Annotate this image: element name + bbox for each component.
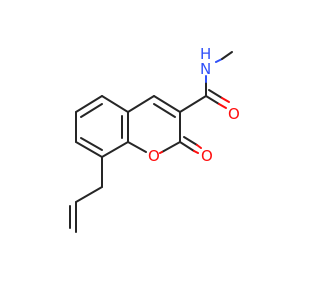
lactone-oxygen-label: O bbox=[201, 147, 213, 165]
bond-camide-o-b bbox=[208, 89, 223, 99]
bond-ch2-ch bbox=[75, 186, 103, 203]
bond-c2-o1 bbox=[161, 141, 181, 153]
bond-c4a-c4 bbox=[127, 95, 155, 113]
bond-camide-o-b-red bbox=[221, 97, 230, 103]
bond-n-methyl bbox=[221, 51, 233, 60]
ring-oxygen-label: O bbox=[148, 147, 160, 165]
amide-oxygen-label: O bbox=[228, 105, 240, 123]
bond-o1-c2-red bbox=[159, 151, 163, 154]
bond-c7-c8-inner bbox=[80, 137, 103, 151]
amide-nitrogen-label: N bbox=[200, 60, 211, 78]
bond-n-methyl-blue bbox=[215, 58, 223, 63]
bond-c2-o-carbonyl-a bbox=[179, 141, 195, 152]
bond-c2-o-carbonyl-b-red bbox=[196, 144, 202, 149]
bond-c4a-c5 bbox=[101, 95, 129, 113]
bond-c5-c6-inner bbox=[80, 103, 103, 118]
bond-c2-o-carbonyl-b bbox=[183, 136, 198, 146]
bond-c2-o-carbonyl-a-red bbox=[193, 150, 199, 154]
bond-c4-c3 bbox=[153, 95, 181, 113]
bond-c8-c8a bbox=[101, 141, 129, 158]
bond-camide-o-a-red bbox=[218, 103, 227, 109]
bond-c7-c8 bbox=[75, 141, 103, 158]
molecule-canvas: N H O O O bbox=[69, 45, 240, 233]
amide-hydrogen-label: H bbox=[200, 45, 211, 63]
bond-c8a-o1 bbox=[127, 141, 147, 153]
molecule-structure: N H O O O bbox=[69, 45, 240, 233]
bond-c5-c6 bbox=[75, 95, 103, 113]
bond-c3-camide bbox=[179, 95, 207, 113]
bond-c4-c3-inner bbox=[153, 103, 176, 118]
bond-camide-o-a bbox=[205, 95, 220, 105]
